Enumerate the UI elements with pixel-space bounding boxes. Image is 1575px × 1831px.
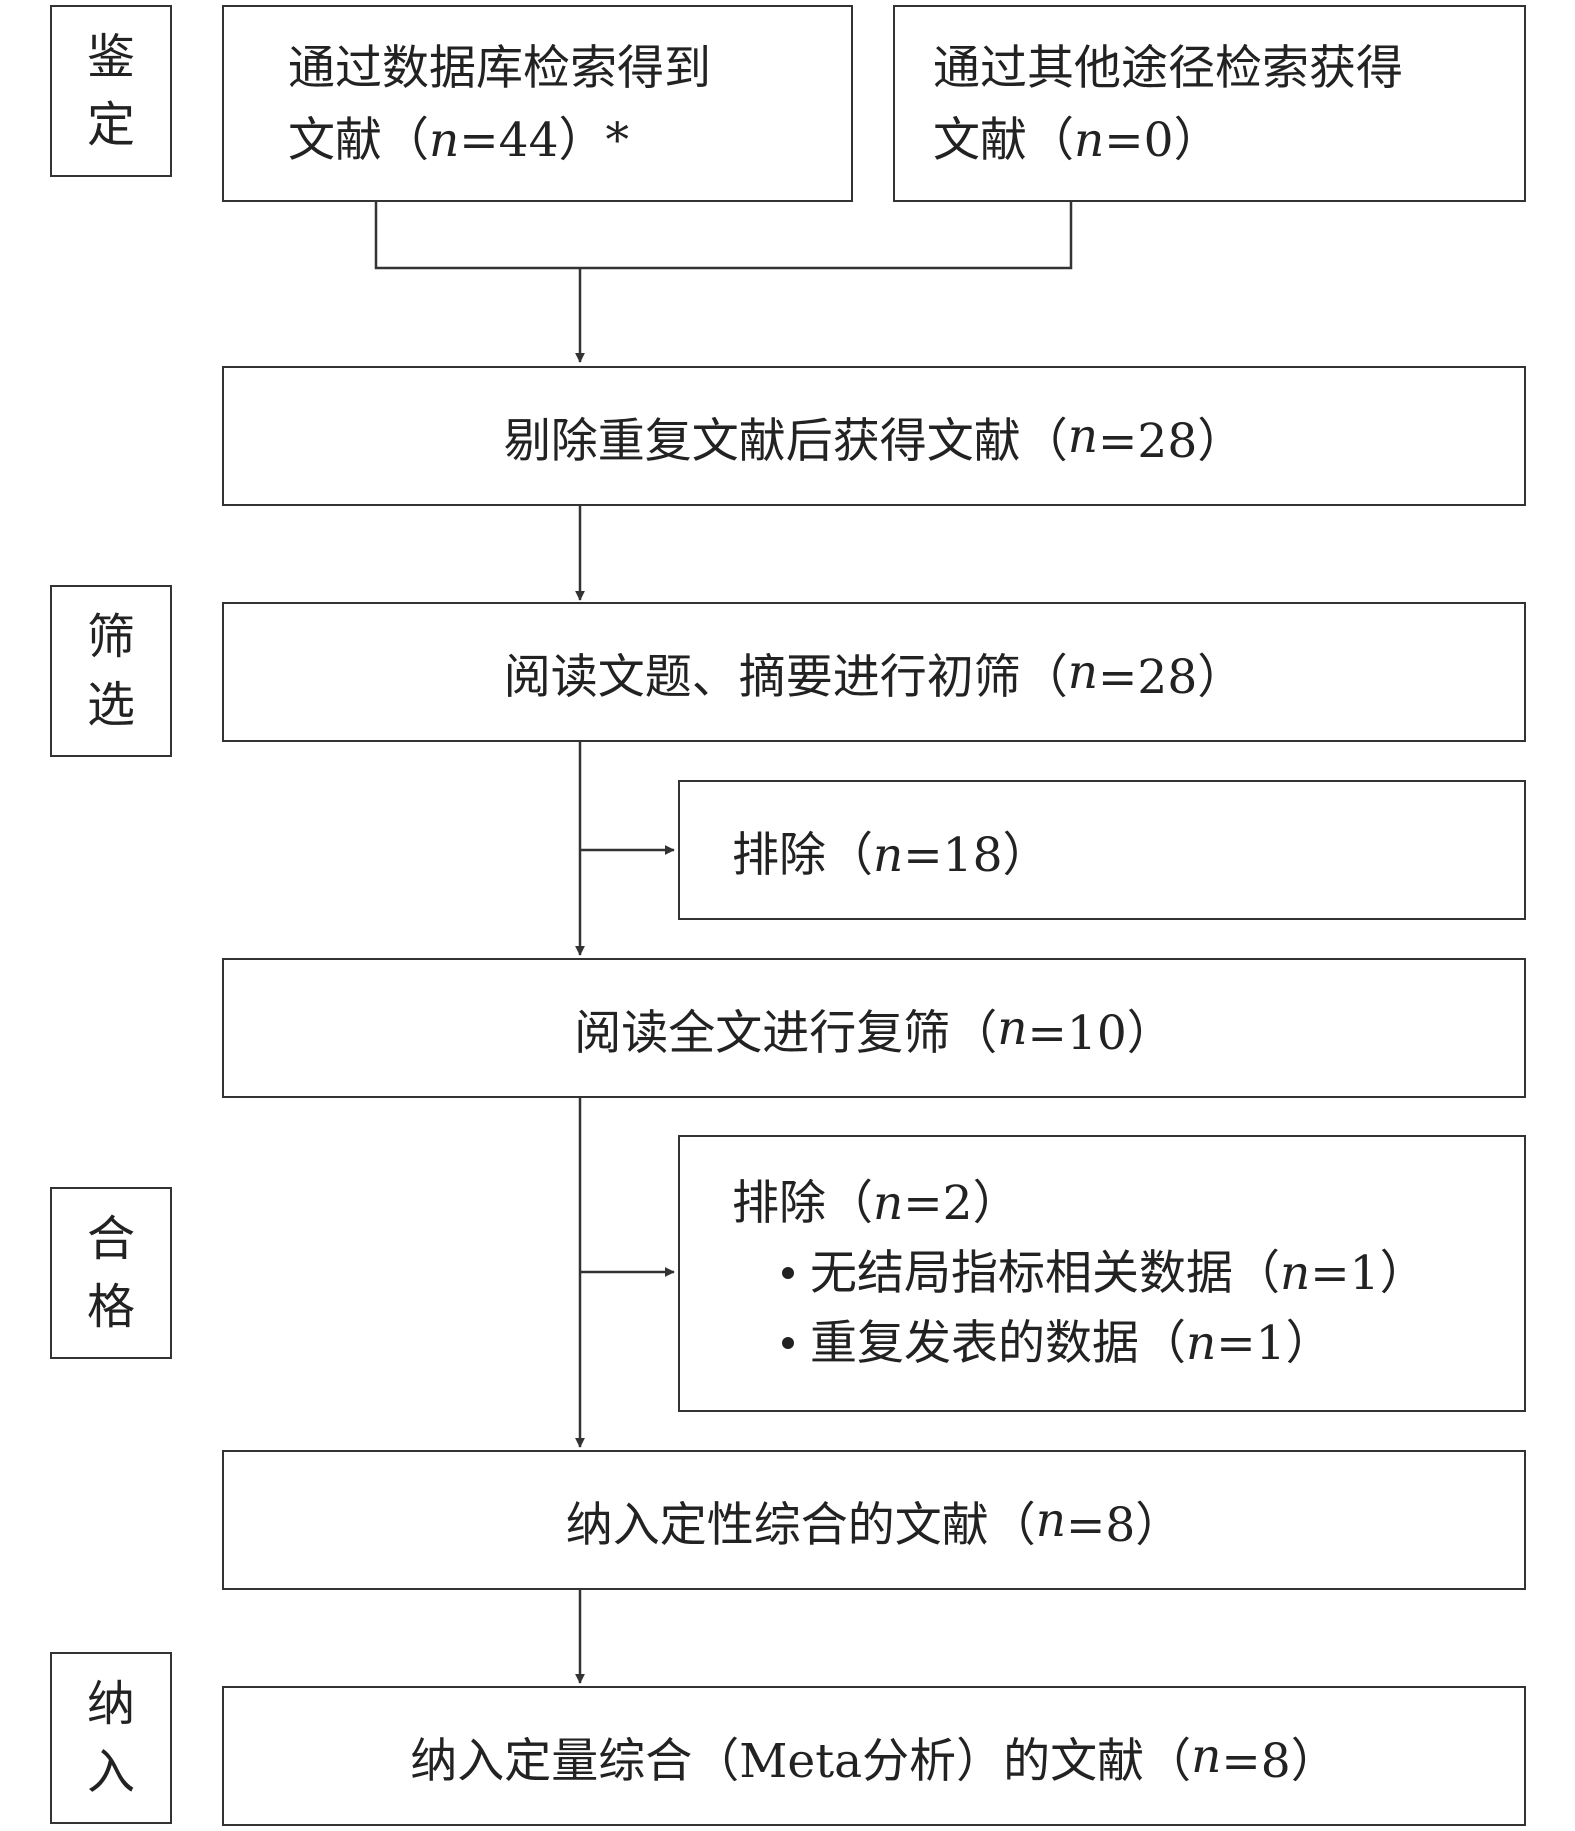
stage-char: 筛 xyxy=(86,609,135,665)
node-line: 排除（n=2） xyxy=(732,1169,1524,1239)
stage-char: 定 xyxy=(86,97,135,153)
node-text: =18） xyxy=(903,827,1050,883)
node-other-sources: 通过其他途径检索获得 文献（n=0） xyxy=(893,5,1526,202)
node-text: =28） xyxy=(1098,649,1245,705)
node-text: =1） xyxy=(1216,1315,1333,1371)
n-symbol: n xyxy=(1035,1492,1066,1548)
node-line: 文献（n=0） xyxy=(933,105,1524,177)
node-text: 无结局指标相关数据（ xyxy=(810,1245,1280,1301)
node-title-abstract-screening: 阅读文题、摘要进行初筛（n=28） xyxy=(222,602,1526,742)
stage-identification: 鉴 定 xyxy=(50,5,172,177)
stage-char: 选 xyxy=(86,677,135,733)
node-text: =8） xyxy=(1221,1733,1338,1789)
node-line: 文献（n=44）* xyxy=(288,105,851,177)
stage-eligibility: 合 格 xyxy=(50,1187,172,1359)
node-qualitative-synthesis: 纳入定性综合的文献（n=8） xyxy=(222,1450,1526,1590)
stage-included: 纳 入 xyxy=(50,1652,172,1824)
n-symbol: n xyxy=(1067,644,1099,700)
n-symbol: n xyxy=(873,827,904,883)
node-line: 通过其他途径检索获得 xyxy=(933,41,1403,96)
stage-screening: 筛 选 xyxy=(50,585,172,757)
stage-char: 入 xyxy=(86,1744,135,1800)
exclusion-reason: 重复发表的数据（n=1） xyxy=(732,1309,1524,1379)
node-text: =8） xyxy=(1065,1497,1183,1553)
node-after-dedup: 剔除重复文献后获得文献（n=28） xyxy=(222,366,1526,506)
n-symbol: n xyxy=(873,1175,904,1231)
node-text: =0） xyxy=(1104,113,1221,168)
node-excluded-screening: 排除（n=18） xyxy=(678,780,1526,920)
node-text: 文献（ xyxy=(288,113,429,168)
n-symbol: n xyxy=(1191,1728,1222,1784)
n-symbol: n xyxy=(1067,408,1099,464)
n-symbol: n xyxy=(429,113,460,168)
node-text: 阅读文题、摘要进行初筛（ xyxy=(503,649,1068,705)
stage-char: 格 xyxy=(86,1279,135,1335)
node-text: 排除（ xyxy=(732,827,873,883)
n-symbol: n xyxy=(997,1000,1028,1056)
bullet-icon xyxy=(782,1266,794,1279)
node-text: =2） xyxy=(903,1175,1020,1231)
node-text: 纳入定性综合的文献（ xyxy=(565,1497,1036,1553)
node-line: 通过数据库检索得到 xyxy=(288,41,711,96)
node-text: 文献（ xyxy=(933,113,1074,168)
node-text: =10） xyxy=(1027,1005,1174,1061)
node-text: 剔除重复文献后获得文献（ xyxy=(503,413,1068,469)
n-symbol: n xyxy=(1074,113,1105,168)
n-symbol: n xyxy=(1280,1245,1311,1301)
stage-char: 纳 xyxy=(86,1676,135,1732)
node-database-search: 通过数据库检索得到 文献（n=44）* xyxy=(222,5,853,202)
node-text: =28） xyxy=(1098,413,1245,469)
node-text: 纳入定量综合（Meta分析）的文献（ xyxy=(410,1733,1192,1789)
node-text: 阅读全文进行复筛（ xyxy=(574,1005,998,1061)
stage-char: 鉴 xyxy=(86,29,135,85)
node-fulltext-screening: 阅读全文进行复筛（n=10） xyxy=(222,958,1526,1098)
merge-connector xyxy=(374,200,1073,270)
n-symbol: n xyxy=(1186,1315,1217,1371)
node-text: =44）* xyxy=(459,113,629,168)
node-text: 重复发表的数据（ xyxy=(810,1315,1186,1371)
node-text: =1） xyxy=(1310,1245,1427,1301)
node-quantitative-synthesis: 纳入定量综合（Meta分析）的文献（n=8） xyxy=(222,1686,1526,1826)
node-line: 排除（n=18） xyxy=(732,816,1524,885)
stage-char: 合 xyxy=(86,1211,135,1267)
bullet-icon xyxy=(782,1336,794,1349)
node-excluded-eligibility: 排除（n=2） 无结局指标相关数据（n=1） 重复发表的数据（n=1） xyxy=(678,1135,1526,1412)
exclusion-reason: 无结局指标相关数据（n=1） xyxy=(732,1239,1524,1309)
node-text: 排除（ xyxy=(732,1175,873,1231)
